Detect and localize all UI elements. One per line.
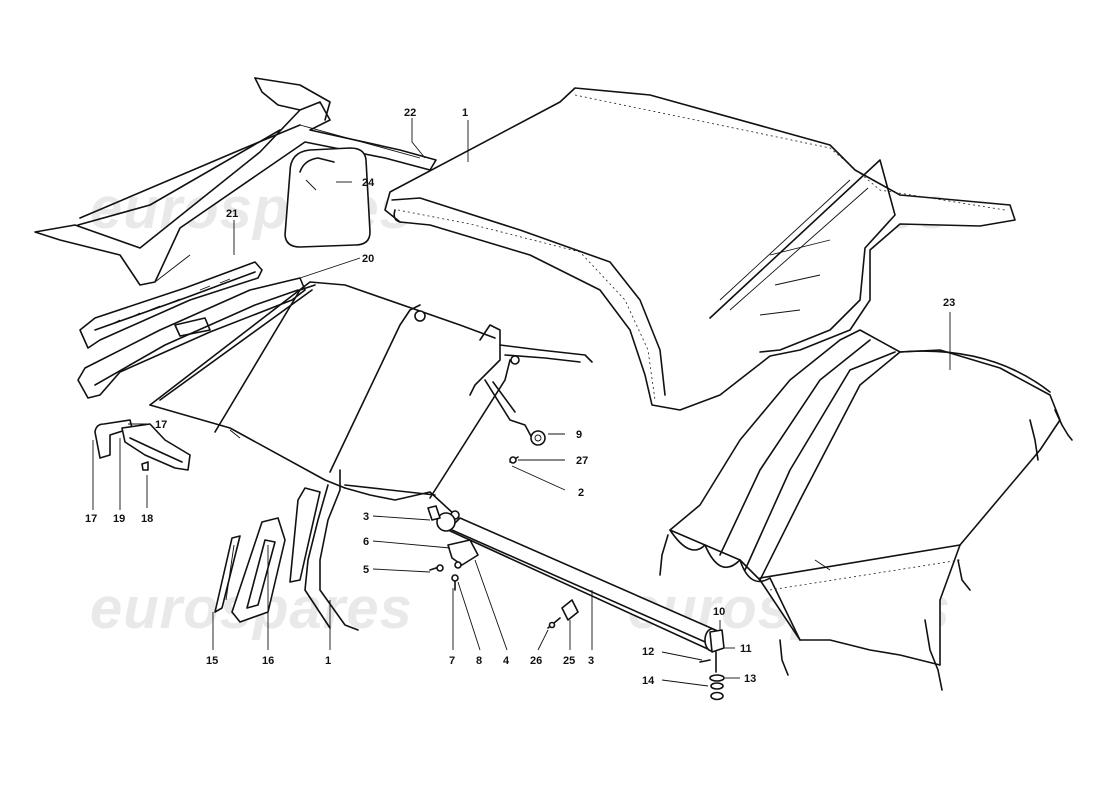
callout-19: 19 [113, 513, 125, 525]
latch-assembly [94, 419, 191, 471]
hinge-hardware [429, 539, 479, 591]
callout-2: 2 [578, 487, 584, 499]
callout-10: 10 [713, 606, 725, 618]
seal-block [284, 147, 371, 248]
callout-17-bottom: 17 [85, 513, 97, 525]
callout-25: 25 [563, 655, 575, 667]
seal-strip [214, 535, 241, 613]
callout-15: 15 [206, 655, 218, 667]
callout-labels: 1 1 2 3 3 4 5 6 7 8 9 10 11 12 13 14 15 … [85, 107, 955, 687]
callout-21: 21 [226, 208, 238, 220]
callout-23: 23 [943, 297, 955, 309]
callout-7: 7 [449, 655, 455, 667]
tonneau-cover [659, 329, 1073, 691]
callout-20: 20 [362, 253, 374, 265]
callout-14: 14 [642, 675, 655, 687]
rubber-bumper [547, 599, 579, 629]
hard-top-shell [384, 87, 1016, 411]
callout-1-bottom: 1 [325, 655, 331, 667]
weather-strip [79, 261, 263, 349]
callout-13: 13 [744, 673, 756, 685]
rear-roof-panel [34, 77, 437, 286]
callout-9: 9 [576, 429, 582, 441]
callout-11: 11 [740, 643, 752, 655]
fastener-stack [699, 629, 725, 701]
callout-8: 8 [476, 655, 482, 667]
bump-stop [509, 430, 546, 464]
front-header-rail [77, 277, 306, 399]
callout-3-right: 3 [588, 655, 594, 667]
callout-24: 24 [362, 177, 375, 189]
callout-27: 27 [576, 455, 588, 467]
callout-26: 26 [530, 655, 542, 667]
callout-5: 5 [363, 564, 369, 576]
callout-22: 22 [404, 107, 416, 119]
callout-17-top: 17 [155, 419, 167, 431]
callout-16: 16 [262, 655, 274, 667]
callout-6: 6 [363, 536, 369, 548]
callout-4: 4 [503, 655, 510, 667]
callout-12: 12 [642, 646, 654, 658]
callout-1-top: 1 [462, 107, 468, 119]
leader-lines [92, 118, 951, 687]
callout-18: 18 [141, 513, 153, 525]
soft-top-frame [149, 281, 593, 631]
callout-3-left: 3 [363, 511, 369, 523]
